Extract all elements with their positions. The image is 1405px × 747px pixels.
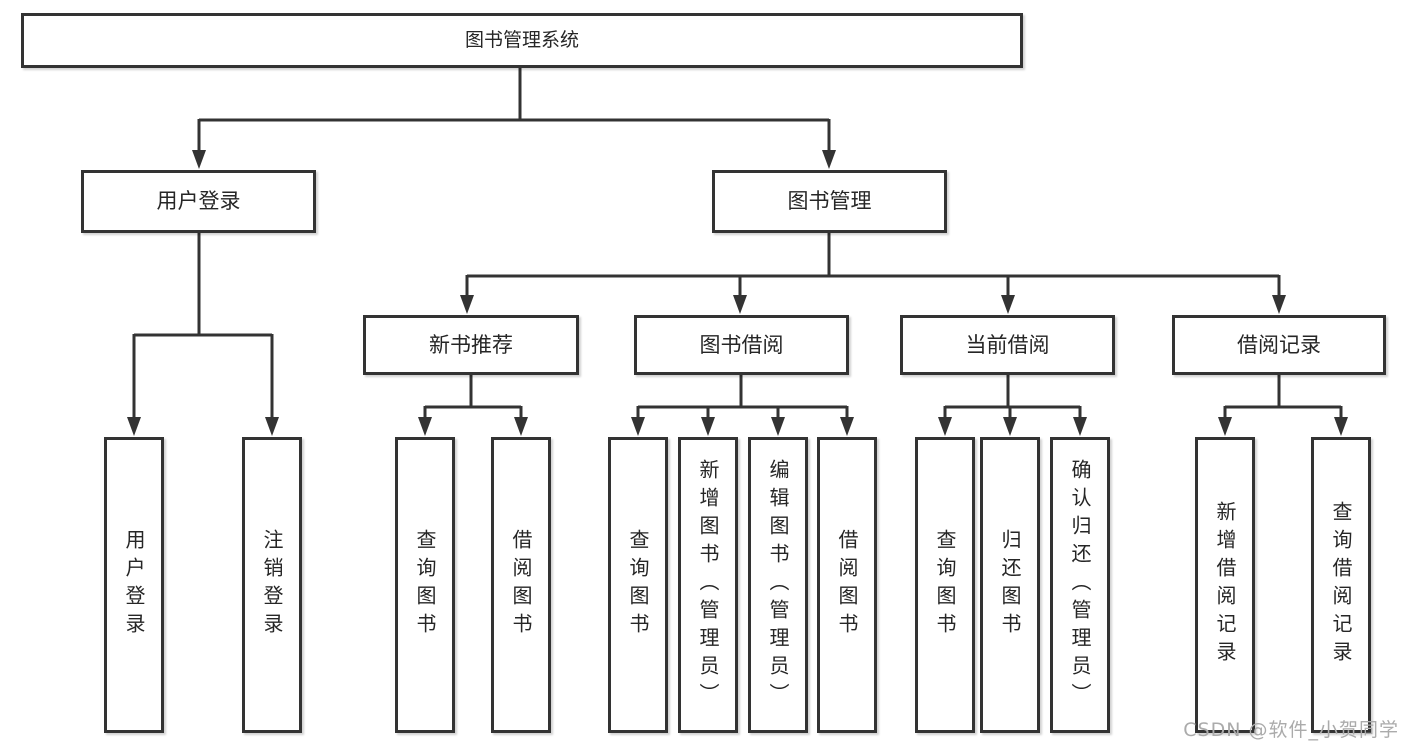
leaf-rec-query-book: 查询图书: [395, 437, 455, 733]
node-root-label: 图书管理系统: [464, 29, 579, 51]
leaf-bb-query-book: 查询图书: [608, 437, 668, 733]
node-book-manage-label: 图书管理: [787, 189, 872, 213]
node-user-login: 用户登录: [81, 170, 316, 233]
leaf-cb-return-book-label: 归还图书: [998, 529, 1022, 641]
leaf-br-query-record-label: 查询借阅记录: [1329, 501, 1353, 669]
node-new-book-recommend: 新书推荐: [363, 315, 579, 375]
leaf-br-add-record-label: 新增借阅记录: [1213, 501, 1237, 669]
leaf-logout-label: 注销登录: [260, 529, 284, 641]
leaf-cb-query-book-label: 查询图书: [933, 529, 957, 641]
leaf-user-login: 用户登录: [104, 437, 164, 733]
leaf-bb-borrow-book-label: 借阅图书: [835, 529, 859, 641]
leaf-bb-query-book-label: 查询图书: [626, 529, 650, 641]
node-user-login-label: 用户登录: [156, 189, 241, 213]
node-new-book-recommend-label: 新书推荐: [429, 332, 513, 357]
leaf-rec-query-book-label: 查询图书: [413, 529, 437, 641]
leaf-user-login-label: 用户登录: [122, 529, 146, 641]
leaf-logout: 注销登录: [242, 437, 302, 733]
node-book-borrow-label: 图书借阅: [699, 332, 784, 357]
leaf-br-add-record: 新增借阅记录: [1195, 437, 1255, 733]
node-root: 图书管理系统: [21, 13, 1023, 68]
node-borrow-records: 借阅记录: [1172, 315, 1386, 375]
leaf-cb-confirm-return-label: 确认归还（管理员）: [1068, 459, 1092, 711]
leaf-cb-query-book: 查询图书: [915, 437, 975, 733]
leaf-bb-borrow-book: 借阅图书: [817, 437, 877, 733]
leaf-rec-borrow-book: 借阅图书: [491, 437, 551, 733]
leaf-bb-edit-book-label: 编辑图书（管理员）: [766, 459, 790, 711]
node-book-borrow: 图书借阅: [634, 315, 849, 375]
node-borrow-records-label: 借阅记录: [1237, 332, 1321, 357]
watermark: CSDN @软件_小贺同学: [1183, 719, 1399, 741]
leaf-bb-edit-book: 编辑图书（管理员）: [748, 437, 808, 733]
node-current-borrow-label: 当前借阅: [965, 332, 1050, 357]
leaf-bb-add-book: 新增图书（管理员）: [678, 437, 738, 733]
leaf-cb-confirm-return: 确认归还（管理员）: [1050, 437, 1110, 733]
leaf-cb-return-book: 归还图书: [980, 437, 1040, 733]
leaf-bb-add-book-label: 新增图书（管理员）: [696, 459, 720, 711]
node-current-borrow: 当前借阅: [900, 315, 1115, 375]
leaf-rec-borrow-book-label: 借阅图书: [509, 529, 533, 641]
leaf-br-query-record: 查询借阅记录: [1311, 437, 1371, 733]
node-book-manage: 图书管理: [712, 170, 947, 233]
